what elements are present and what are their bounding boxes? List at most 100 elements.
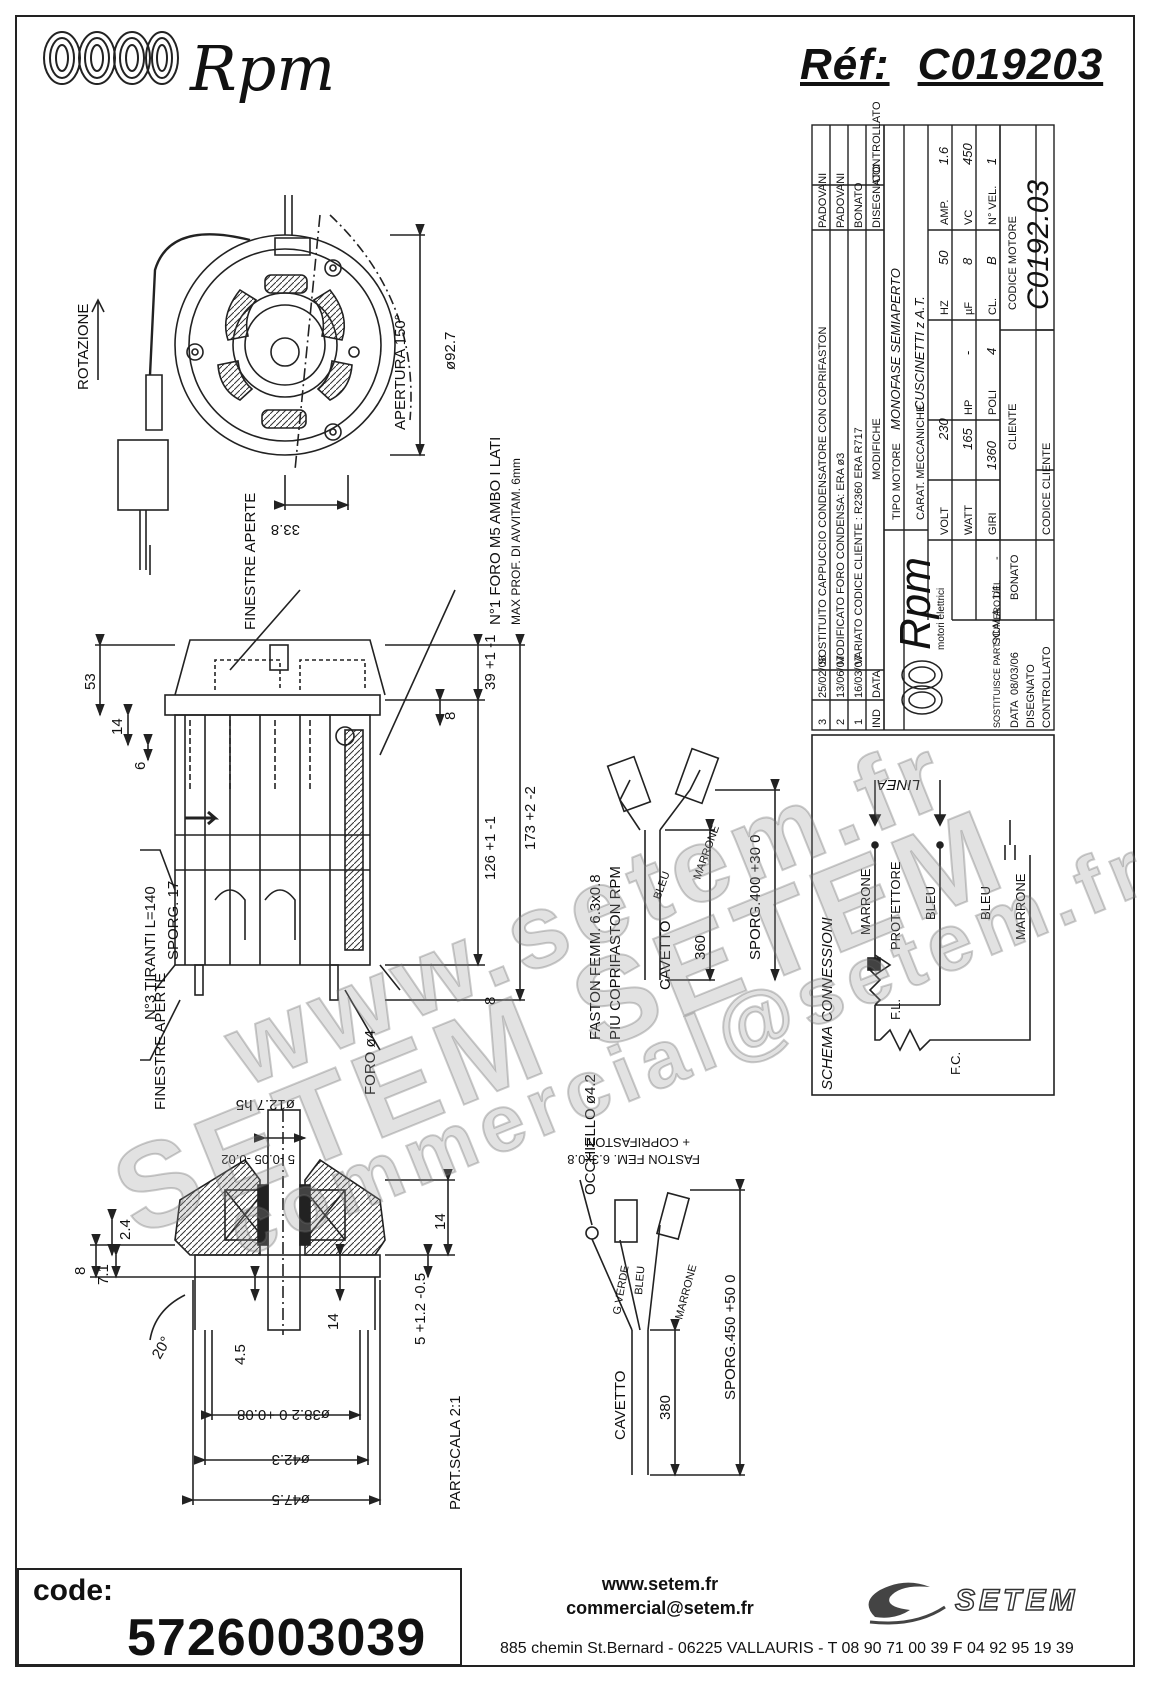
- sheet-frame: [15, 15, 1135, 1667]
- bleu-1: BLEU: [652, 870, 673, 901]
- dim-8c: 8: [72, 1267, 89, 1275]
- dim-14: 14: [109, 718, 126, 735]
- dim-53: 53: [82, 673, 99, 690]
- schema-bleu-2: BLEU: [978, 886, 993, 920]
- poli: 4: [984, 348, 999, 355]
- schema-marrone-2: MARRONE: [1013, 873, 1028, 940]
- tb-brand: Rpm: [891, 557, 940, 650]
- schema-title: SCHEMA CONNESSIONI: [819, 917, 836, 1090]
- shaft-d12-7: ø12.7 h5: [236, 1096, 295, 1113]
- schema-bleu: BLEU: [923, 886, 938, 920]
- drawn: BONATO: [1009, 554, 1021, 600]
- address-line: 885 chemin St.Bernard - 06225 VALLAURIS …: [500, 1640, 1074, 1657]
- drawn-label: DISEGNATO: [1025, 664, 1037, 728]
- rotation-label: ROTAZIONE: [75, 304, 92, 390]
- dim-126: 126 +1 -1: [482, 816, 499, 880]
- faston-note-2: PIU COPRIFASTON RPM: [607, 866, 624, 1040]
- sporg-17: SPORG. 17: [165, 881, 182, 960]
- rev-head-ind: IND: [871, 709, 883, 728]
- setem-wordmark: SETEM: [955, 1584, 1078, 1617]
- brand-name: Rpm: [190, 32, 336, 105]
- schema-fl: F.L.: [888, 999, 903, 1020]
- marrone-1: MARRONE: [692, 824, 723, 881]
- faston-note-3: FASTON FEM. 6.3x0.8: [567, 1152, 700, 1167]
- setem-logo: SETEM: [868, 1582, 1078, 1625]
- rpm-coil-logo: [43, 31, 179, 85]
- hz-label: HZ: [939, 300, 951, 315]
- dia-47-5: ø47.5: [272, 1491, 310, 1508]
- cl: B: [984, 256, 999, 265]
- opening-label: APERTURA 150°: [392, 314, 409, 430]
- dim-7-1: 7.1: [95, 1264, 112, 1285]
- amp: 1.6: [936, 146, 951, 165]
- rev-2-text: MODIFICATO FORO CONDENSA: ERA ø3: [835, 453, 847, 665]
- motor-type-label: TIPO MOTORE: [891, 443, 903, 520]
- cable-detail: [606, 747, 780, 982]
- client-label: CLIENTE: [1007, 404, 1019, 450]
- sporg-450: SPORG.450 +50 0: [722, 1275, 739, 1401]
- schema-fc: F.C.: [948, 1052, 963, 1075]
- rev-2-ind: 2: [835, 719, 847, 725]
- rev-head-by: DISEGNATO: [871, 164, 883, 228]
- faston-note-4: + COPRIFASTON: [586, 1135, 690, 1150]
- rev-3-ind: 3: [817, 719, 829, 725]
- part-scale: PART.SCALA 2:1: [447, 1395, 464, 1510]
- marrone-2: MARRONE: [673, 1263, 699, 1320]
- connection-schematic: [811, 734, 1055, 1096]
- client-code-label: CODICE CLIENTE: [1041, 443, 1053, 535]
- rev-head-date: DATA: [871, 670, 883, 698]
- windows-open-top: FINESTRE APERTE: [242, 493, 259, 630]
- rev-head-text: MODIFICHE: [871, 418, 883, 480]
- cable-detail-2: [579, 1178, 745, 1477]
- poli-label: POLI: [987, 390, 999, 415]
- replaces-label: SOSTITUISCE PART NUMERO DEL: [992, 580, 1002, 728]
- website-link[interactable]: www.setem.fr: [601, 1574, 719, 1594]
- scale: 1/1: [991, 585, 1003, 600]
- schema-protettore: PROTETTORE: [888, 861, 903, 950]
- date: 08/03/06: [1009, 652, 1021, 695]
- hp-label: HP: [963, 400, 975, 415]
- replaces: -: [991, 556, 1003, 560]
- dim-14b: 14: [325, 1313, 342, 1330]
- code-label: code:: [33, 1574, 114, 1607]
- hp: -: [960, 351, 975, 355]
- motor-code-label: CODICE MOTORE: [1007, 216, 1019, 310]
- code-box: code: 5726003039: [17, 1568, 462, 1667]
- dim-8b: 8: [482, 997, 499, 1005]
- top-view: [91, 195, 425, 575]
- dim-6: 6: [132, 762, 149, 770]
- faston-note-1: FASTON FEMM. 6.3x0.8: [587, 874, 604, 1040]
- vc: 450: [960, 143, 975, 165]
- volt-label: VOLT: [939, 507, 951, 535]
- title-block-text: 3 25/02/08 SOSTITUITO CAPPUCCIO CONDENSA…: [817, 101, 1055, 728]
- linea-label: LINEA: [877, 776, 920, 793]
- dim-173: 173 +2 -2: [522, 786, 539, 850]
- len-380: 380: [657, 1395, 674, 1420]
- sporg-400: SPORG.400 +30 0: [747, 835, 764, 961]
- uf: 8: [960, 257, 975, 265]
- hole-note-2: MAX PROF. DI AVVITAM. 6mm: [509, 458, 523, 625]
- dim-39: 39 +1 -1: [482, 635, 499, 690]
- motor-type: MONOFASE SEMIAPERTO: [888, 268, 903, 430]
- occhiello: OCCHIELLO ø4.2: [582, 1074, 599, 1195]
- rev-3-by: PADOVANI: [817, 173, 829, 228]
- dim-4-5: 4.5: [232, 1344, 249, 1365]
- giri-label: GIRI: [987, 512, 999, 535]
- ref-value: C019203: [917, 40, 1104, 89]
- dim-5: 5 +1.2 -0.5: [412, 1273, 429, 1345]
- dim-2-4: 2.4: [117, 1219, 134, 1240]
- cavetto-2: CAVETTO: [612, 1371, 629, 1440]
- rev-head-ctrl: CONTROLLATO: [871, 101, 883, 183]
- bearing-detail: [90, 1109, 455, 1505]
- windows-open-bottom: FINESTRE APERTE: [152, 973, 169, 1110]
- tie-rods: N°3 TIRANTI L=140: [142, 886, 159, 1020]
- email-link[interactable]: commercial@setem.fr: [566, 1598, 754, 1618]
- vc-label: VC: [963, 210, 975, 225]
- rev-1-date: 16/03/07: [853, 655, 865, 698]
- dim-33-8: 33.8: [271, 521, 300, 538]
- contact-block: www.setem.fr commercial@setem.fr: [520, 1572, 800, 1620]
- cl-label: CL.: [987, 298, 999, 315]
- nvel: 1: [984, 158, 999, 165]
